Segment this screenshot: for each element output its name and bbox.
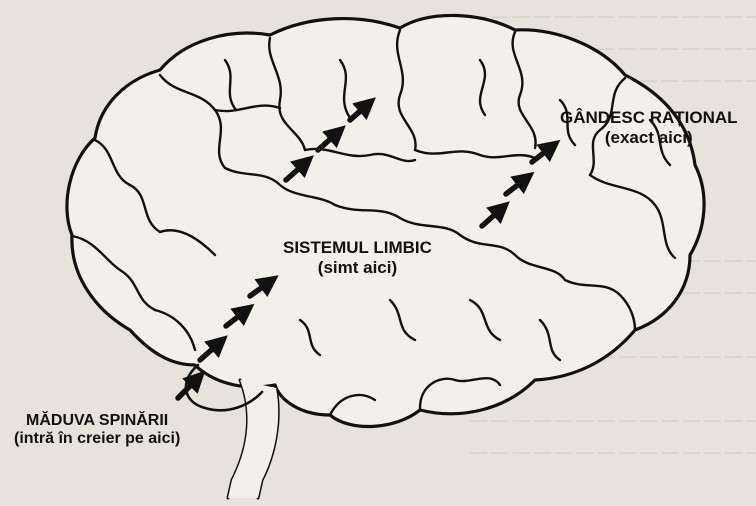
rational-thinking-title: GÂNDESC RAȚIONAL [560, 108, 738, 128]
brain-stem-fill [228, 380, 278, 498]
spinal-cord-label: MĂDUVA SPINĂRII (intră în creier pe aici… [14, 412, 180, 449]
limbic-system-title: SISTEMUL LIMBIC [283, 238, 432, 258]
limbic-system-caption: (simt aici) [283, 258, 432, 278]
rational-thinking-caption: (exact aici) [560, 128, 738, 148]
spinal-cord-caption: (intră în creier pe aici) [14, 430, 180, 448]
limbic-system-label: SISTEMUL LIMBIC (simt aici) [283, 238, 432, 277]
rational-thinking-label: GÂNDESC RAȚIONAL (exact aici) [560, 108, 738, 147]
spinal-cord-title: MĂDUVA SPINĂRII [14, 412, 180, 430]
